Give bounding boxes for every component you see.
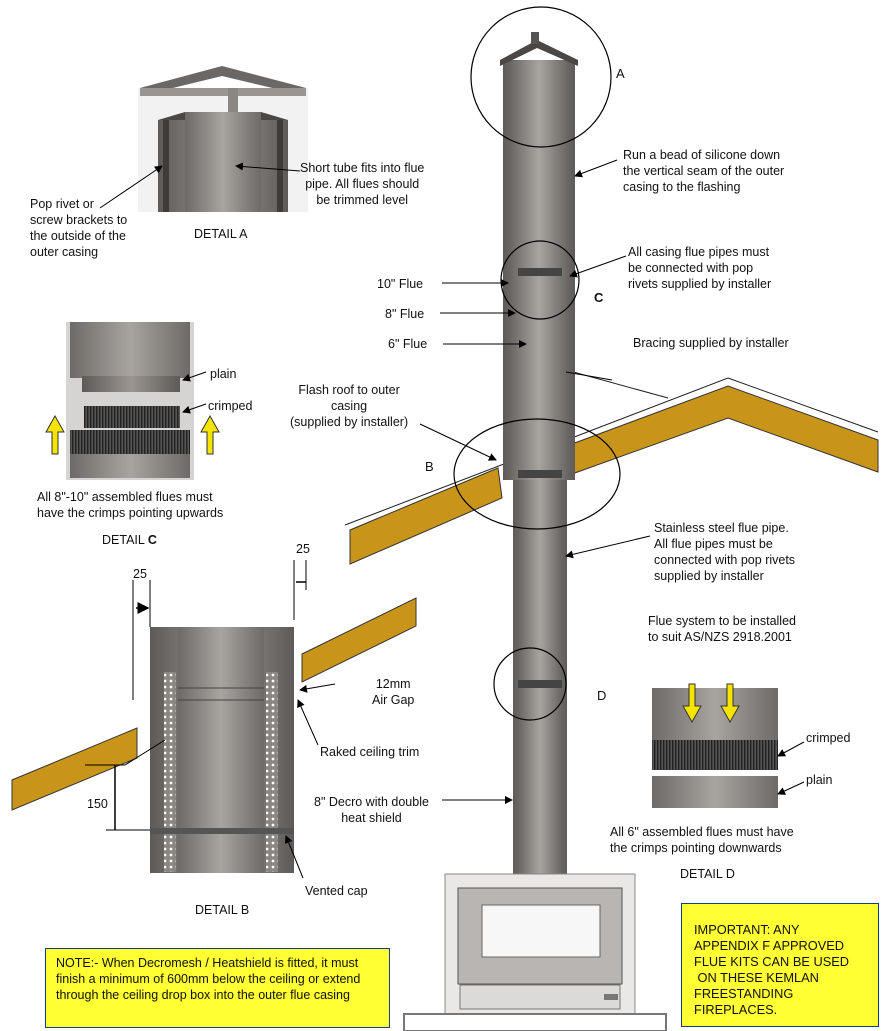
raked-ceiling-trim-label: Raked ceiling trim	[320, 745, 420, 759]
flue-10-label: 10" Flue	[377, 277, 424, 291]
air-gap-label: 12mm Air Gap	[372, 677, 415, 707]
detail-d-circle	[493, 647, 567, 721]
decromesh-note-box: NOTE:- When Decromesh / Heatshield is fi…	[45, 948, 390, 1028]
label-b: B	[425, 459, 434, 474]
detail-c-crimped-label: crimped	[208, 399, 253, 413]
dim-150: 150	[87, 797, 108, 811]
detail-d-caption: DETAIL D	[680, 867, 735, 881]
arrow-down-left-icon	[682, 683, 702, 724]
detail-b-circle	[453, 418, 621, 530]
flash-roof-note: Flash roof to outer casing (supplied by …	[290, 383, 409, 429]
vented-cap-label: Vented cap	[305, 884, 368, 898]
silicone-note: Run a bead of silicone down the vertical…	[623, 148, 785, 194]
arrow-down-right-icon	[720, 683, 740, 724]
dim-25-left: 25	[133, 567, 147, 581]
dim-25-right: 25	[296, 542, 310, 556]
important-note-box: IMPORTANT: ANY APPENDIX F APPROVED FLUE …	[681, 903, 879, 1027]
detail-c-illustration	[45, 322, 220, 480]
detail-d-crimped-label: crimped	[806, 731, 851, 745]
detail-b-illustration	[11, 560, 417, 879]
casing-pipes-note: All casing flue pipes must be connected …	[628, 245, 772, 291]
detail-a-caption: DETAIL A	[194, 227, 248, 241]
detail-a-illustration	[138, 66, 308, 212]
detail-b-caption: DETAIL B	[195, 903, 250, 917]
detail-d-illustration	[652, 683, 805, 808]
flue-8-label: 8" Flue	[385, 307, 425, 321]
main-flue-illustration	[99, 6, 879, 1031]
detail-d-plain-label: plain	[806, 773, 833, 787]
label-a: A	[616, 66, 625, 81]
standard-note: Flue system to be installed to suit AS/N…	[648, 614, 796, 644]
detail-c-caption: DETAIL C	[102, 533, 157, 547]
label-c: C	[594, 290, 604, 305]
detail-c-plain-label: plain	[210, 367, 237, 381]
stainless-note: Stainless steel flue pipe. All flue pipe…	[654, 521, 796, 583]
pop-rivet-note: Pop rivet or screw brackets to the outsi…	[30, 197, 128, 259]
bracing-note: Bracing supplied by installer	[633, 336, 789, 350]
detail-d-note: All 6" assembled flues must have the cri…	[610, 825, 794, 855]
short-tube-note: Short tube fits into flue pipe. All flue…	[300, 161, 425, 207]
label-d: D	[597, 688, 607, 703]
arrow-up-left-icon	[45, 414, 65, 455]
detail-c-note: All 8"-10" assembled flues must have the…	[37, 490, 224, 520]
decro-label: 8" Decro with double heat shield	[314, 795, 429, 825]
arrow-up-right-icon	[200, 414, 220, 455]
flue-6-label: 6" Flue	[388, 337, 428, 351]
detail-a-circle	[470, 6, 612, 148]
